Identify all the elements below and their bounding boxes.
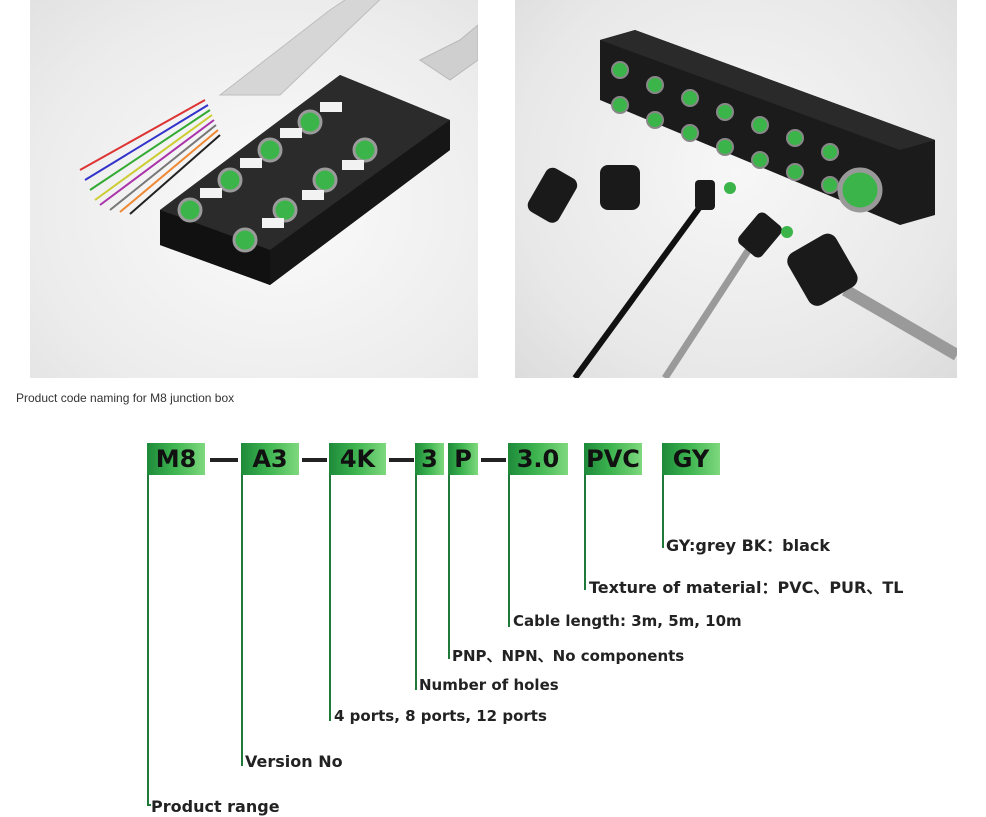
leader-line-3 <box>415 475 417 690</box>
leader-line-p <box>448 475 450 659</box>
leader-line-gy <box>662 475 664 548</box>
leader-line-4k <box>329 475 331 721</box>
leader-line-m8 <box>147 475 149 805</box>
page-caption: Product code naming for M8 junction box <box>16 391 235 405</box>
label-product-range: Product range <box>151 797 280 816</box>
code-segment-p: P <box>448 443 478 475</box>
connectors-illustration <box>527 30 957 378</box>
junction-box-illustration <box>79 0 478 285</box>
code-dash <box>210 458 238 462</box>
label-ports: 4 ports, 8 ports, 12 ports <box>334 707 547 725</box>
code-segment-4k: 4K <box>329 443 386 475</box>
code-segment-a3: A3 <box>241 443 299 475</box>
code-segment-3-0: 3.0 <box>508 443 568 475</box>
leader-line-a3 <box>241 475 243 766</box>
label-components: PNP、NPN、No components <box>452 647 685 665</box>
leader-tick-m8 <box>147 804 151 806</box>
label-holes: Number of holes <box>419 676 559 694</box>
code-dash <box>302 458 327 462</box>
product-photo-connectors <box>515 0 957 378</box>
code-segment-pvc: PVC <box>584 443 642 475</box>
product-photo-junction-box <box>30 0 478 378</box>
code-segment-3: 3 <box>415 443 444 475</box>
code-segment-gy: GY <box>662 443 720 475</box>
code-dash <box>481 458 506 462</box>
label-cable-length: Cable length: 3m, 5m, 10m <box>513 612 742 630</box>
label-material: Texture of material：PVC、PUR、TL <box>589 578 904 597</box>
leader-line-pvc <box>584 475 586 590</box>
label-version: Version No <box>245 752 343 771</box>
leader-line-3-0 <box>508 475 510 627</box>
code-dash <box>389 458 414 462</box>
code-segment-m8: M8 <box>147 443 205 475</box>
label-color: GY:grey BK：black <box>666 536 831 555</box>
